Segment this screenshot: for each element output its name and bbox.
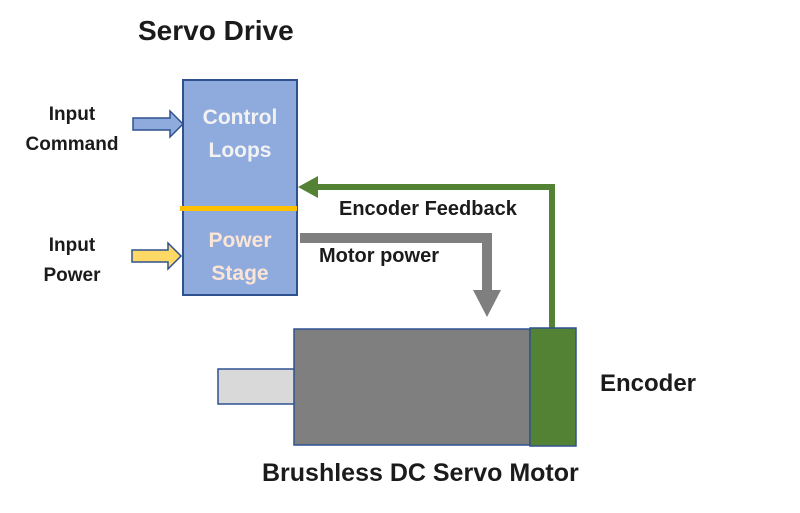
encoder-feedback-line: [315, 184, 555, 328]
encoder-feedback-arrowhead: [298, 176, 318, 198]
motor-power-label: Motor power: [319, 245, 439, 267]
input-power-arrow: [131, 241, 183, 271]
power-stage-line1: Power: [208, 229, 272, 252]
input-command-label: Input Command: [14, 100, 130, 160]
power-stage-line2: Stage: [211, 262, 269, 285]
input-command-line1: Input: [48, 104, 96, 125]
diagram-title: Servo Drive: [138, 15, 294, 46]
input-power-label: Input Power: [14, 231, 130, 291]
input-command-arrow: [132, 109, 185, 139]
encoder-feedback-label: Encoder Feedback: [339, 198, 517, 220]
motor-power-line: [300, 233, 492, 292]
encoder-label: Encoder: [600, 370, 697, 397]
motor-power-arrowhead: [473, 290, 501, 317]
motor-shaft: [217, 368, 296, 405]
input-command-line2: Command: [25, 134, 119, 155]
drive-separator: [180, 206, 297, 211]
servo-drive-block: [182, 79, 298, 296]
control-loops-line2: Loops: [208, 139, 272, 162]
power-stage-label: Power Stage: [182, 224, 298, 290]
motor-label: Brushless DC Servo Motor: [262, 459, 579, 487]
input-power-line1: Input: [48, 235, 96, 256]
control-loops-label: Control Loops: [182, 101, 298, 167]
encoder-block: [529, 327, 577, 447]
control-loops-line1: Control: [202, 106, 278, 129]
motor-body: [293, 328, 531, 446]
input-power-line2: Power: [43, 265, 101, 286]
